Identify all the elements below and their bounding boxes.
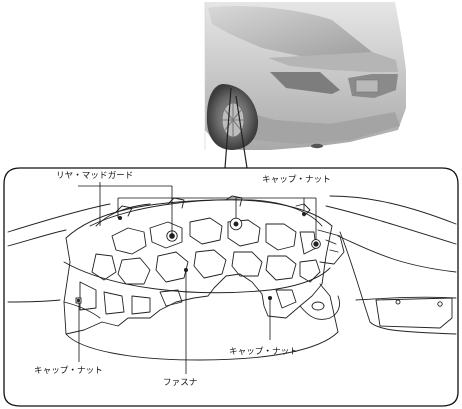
detail-leader [224,87,248,169]
label-rear-mudguard: リヤ・マッドガード [56,171,134,181]
leader-mudguard [78,182,173,236]
leader-cap-nut-top [117,197,317,240]
detail-frame [3,167,459,407]
mudguard-line-drawing [7,195,457,361]
label-fastener: ファスナ [163,378,198,388]
callout-leaders [78,182,317,374]
car-rear-illustration [204,2,406,150]
label-cap-nut-left: キャップ・ナット [34,366,103,376]
label-cap-nut-right: キャップ・ナット [229,347,298,357]
label-cap-nut-top: キャップ・ナット [262,175,331,185]
